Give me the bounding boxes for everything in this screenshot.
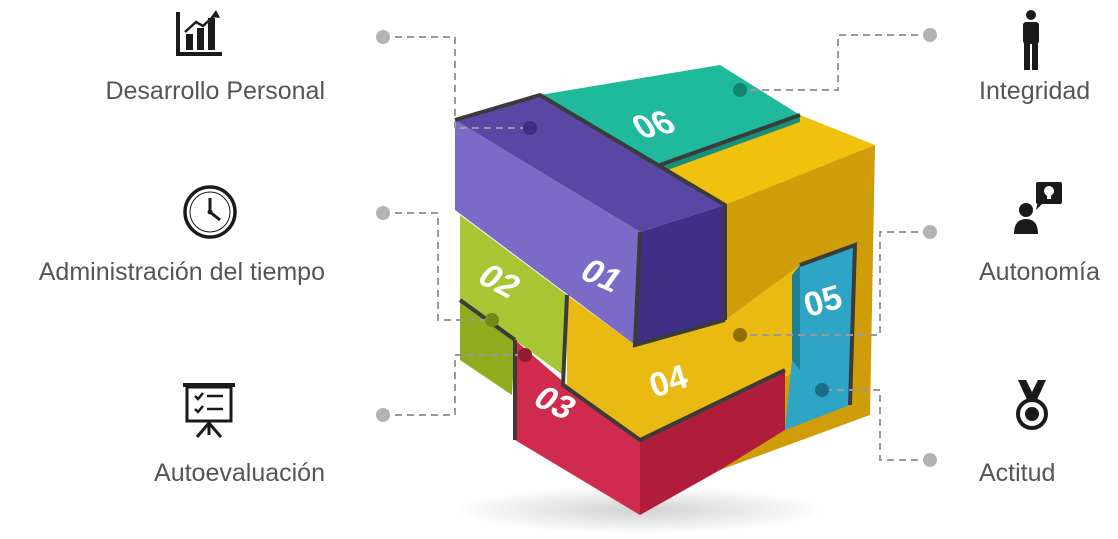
block-separator [659,113,801,167]
connector-dot [815,383,829,397]
block-01-front-face [455,120,640,345]
block-05-front-face [785,245,855,430]
connector-dot [923,225,937,239]
block-04-front-face [567,265,800,440]
label-autonomia: Autonomía [979,258,1100,286]
block-02-front-face [460,215,567,375]
label-autoevaluacion: Autoevaluación [154,459,325,487]
connector-dot [376,408,390,422]
connector-dots [376,28,937,467]
connector-05 [822,389,930,461]
block-05-side-face [792,265,800,370]
connector-dot [733,83,747,97]
connector-dot [733,328,747,342]
connectors [383,34,930,461]
presentation-checklist-icon [183,383,235,438]
connector-04 [740,231,930,336]
block-separator [799,242,858,406]
connector-dot [923,453,937,467]
cube: 06 01 02 04 05 03 [454,65,875,515]
connector-dot [923,28,937,42]
connector-06 [740,34,930,91]
connector-01 [383,36,530,129]
block-separator [454,92,727,320]
connector-dot [485,313,499,327]
block-03-right-face [640,370,785,515]
connector-02 [383,212,492,321]
block-04-top-face [660,115,875,205]
label-desarrollo-personal: Desarrollo Personal [105,77,325,105]
label-integridad: Integridad [979,77,1090,105]
connector-dot [376,206,390,220]
connector-03 [383,354,525,416]
block-01-top-face [455,95,725,232]
block-03-front-face [515,340,640,515]
block-separator [560,294,786,443]
connector-dot [376,30,390,44]
connector-dot [523,121,537,135]
growth-chart-icon [176,10,222,56]
person-idea-icon [1014,182,1062,234]
connector-dot [518,348,532,362]
label-actitud: Actitud [979,459,1055,487]
clock-icon [183,185,237,239]
medal-icon [1016,380,1048,430]
block-separator [632,231,726,348]
person-icon [1023,10,1039,70]
block-02-lower-face [460,300,515,395]
label-administracion-del-tiempo: Administración del tiempo [39,258,325,286]
block-01-right-face [635,205,725,345]
